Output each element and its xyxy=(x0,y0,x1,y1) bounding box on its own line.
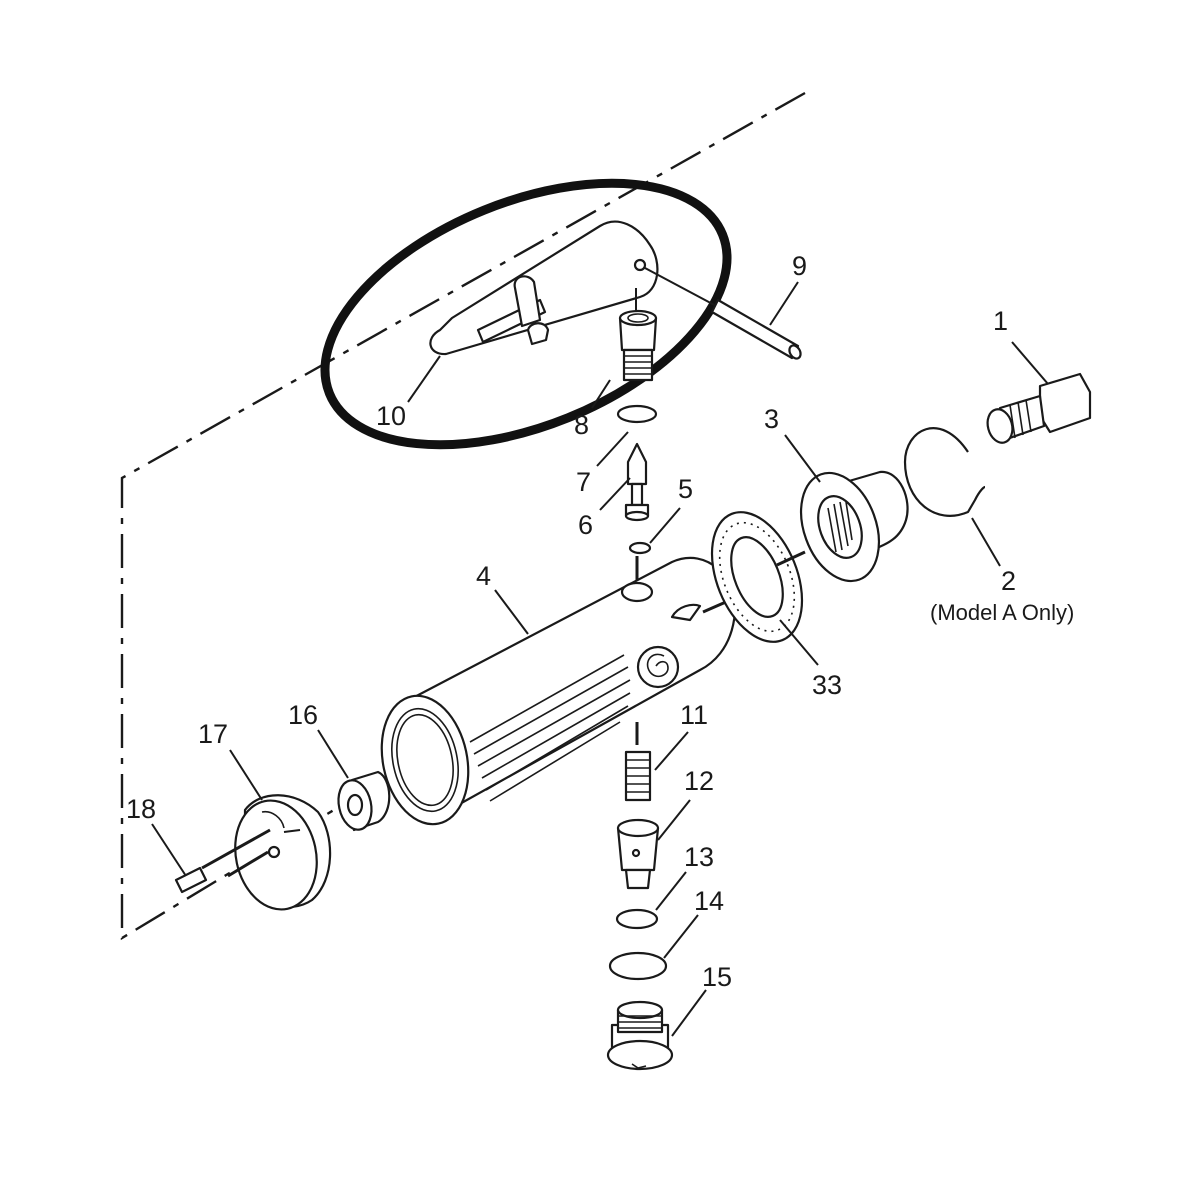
callout-12: 12 xyxy=(684,766,714,796)
part-10-throttle-lever xyxy=(429,220,659,356)
cp-logo-icon xyxy=(636,645,680,689)
callout-4: 4 xyxy=(476,561,491,591)
callout-1: 1 xyxy=(993,306,1008,336)
callout-13: 13 xyxy=(684,842,714,872)
callout-8: 8 xyxy=(574,410,589,440)
part-12-valve-seat xyxy=(616,818,660,890)
leader-1 xyxy=(1011,341,1049,385)
part-15-plug xyxy=(606,1000,674,1071)
part-13-o-ring xyxy=(615,908,659,930)
part-9-pin xyxy=(644,267,802,360)
part-3-inlet-bushing xyxy=(800,470,941,583)
leader-11 xyxy=(654,731,689,771)
callout-7: 7 xyxy=(576,467,591,497)
part-2-retaining-ring xyxy=(903,427,986,517)
leader-8 xyxy=(591,379,611,409)
part-18-pin xyxy=(174,828,271,894)
leader-14 xyxy=(663,914,699,959)
callout-11: 11 xyxy=(680,700,708,730)
leader-13 xyxy=(655,871,687,911)
callout-10: 10 xyxy=(376,401,406,431)
part-5-o-ring xyxy=(628,541,652,555)
leader-9 xyxy=(769,281,799,326)
leader-18 xyxy=(151,823,187,877)
callout-16: 16 xyxy=(288,700,318,730)
part-16-bearing xyxy=(337,770,391,832)
leader-15 xyxy=(671,989,707,1037)
callout-2-note: (Model A Only) xyxy=(930,600,1074,625)
leader-7 xyxy=(596,431,629,467)
part-11-spring xyxy=(624,722,652,802)
part-4-housing xyxy=(380,556,737,826)
callout-3: 3 xyxy=(764,404,779,434)
leader-5 xyxy=(649,507,681,544)
leader-10 xyxy=(407,355,441,403)
callout-18: 18 xyxy=(126,794,156,824)
highlight-ellipse xyxy=(320,178,732,450)
callout-5: 5 xyxy=(678,474,693,504)
part-6-valve xyxy=(624,442,650,522)
leader-17 xyxy=(229,749,263,801)
callout-15: 15 xyxy=(702,962,732,992)
part-33-filter-screen xyxy=(702,511,806,643)
leader-12 xyxy=(657,799,691,841)
leader-3 xyxy=(784,434,821,483)
callout-14: 14 xyxy=(694,886,724,916)
leader-33 xyxy=(779,619,819,666)
part-14-o-ring xyxy=(608,951,668,981)
part-8-o-ring xyxy=(616,404,658,424)
callout-9: 9 xyxy=(792,251,807,281)
leader-4 xyxy=(494,589,529,635)
part-8-valve-bushing xyxy=(618,288,658,382)
part-1-inlet-fitting xyxy=(986,372,1092,444)
leader-2 xyxy=(971,517,1001,567)
callout-6: 6 xyxy=(578,510,593,540)
callout-17: 17 xyxy=(198,719,228,749)
part-17-end-plate xyxy=(234,794,332,911)
leader-16 xyxy=(317,729,349,779)
leader-6 xyxy=(599,477,631,511)
callout-2: 2 xyxy=(1001,566,1016,596)
callout-33: 33 xyxy=(812,670,842,700)
